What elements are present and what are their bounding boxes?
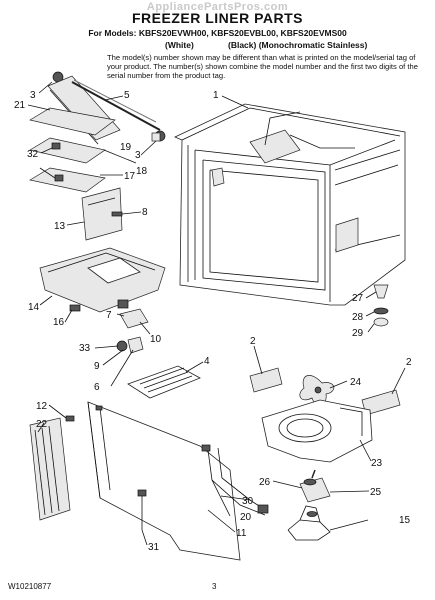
grille-screw — [65, 415, 75, 422]
freezer-liner — [174, 103, 406, 306]
callout-numbers: 1 2 2 3 3 4 5 6 7 8 9 10 11 12 13 14 15 … — [14, 90, 412, 553]
motor-mount — [287, 505, 331, 541]
callout-24: 24 — [350, 377, 362, 388]
page-title: FREEZER LINER PARTS — [131, 10, 304, 26]
callout-21: 21 — [14, 100, 26, 111]
callout-20: 20 — [240, 512, 252, 523]
callout-1: 1 — [213, 90, 219, 101]
callout-3-right: 3 — [135, 150, 141, 161]
callout-2-left: 2 — [250, 336, 256, 347]
color-white-label: (White) — [165, 40, 194, 50]
callout-26: 26 — [259, 477, 271, 488]
callout-8: 8 — [142, 207, 148, 218]
callout-31: 31 — [148, 542, 160, 553]
callout-27: 27 — [352, 293, 364, 304]
wire-harness — [137, 444, 269, 530]
callout-5: 5 — [124, 90, 130, 101]
evaporator-cover-bracket — [81, 187, 123, 241]
drain-fittings — [373, 284, 389, 327]
fan-shroud — [261, 399, 373, 463]
callout-16: 16 — [53, 317, 65, 328]
callout-17: 17 — [124, 171, 136, 182]
callout-22: 22 — [36, 419, 48, 430]
light-housing-rail — [47, 71, 121, 145]
control-housing — [39, 247, 166, 313]
callout-15: 15 — [399, 515, 411, 526]
callout-29: 29 — [352, 328, 364, 339]
watermark: AppliancePartsPros.com — [146, 1, 289, 13]
callout-7: 7 — [106, 310, 112, 321]
leader-lines — [27, 81, 406, 546]
evaporator-fan-blade — [299, 375, 335, 406]
callout-6: 6 — [94, 382, 100, 393]
damper-rod — [71, 79, 161, 131]
callout-10: 10 — [150, 334, 162, 345]
callout-3-left: 3 — [30, 90, 36, 101]
callout-11: 11 — [236, 528, 247, 539]
document-id: W10210877 — [8, 582, 52, 591]
page-number: 3 — [212, 582, 217, 591]
callout-13: 13 — [54, 221, 66, 232]
callout-9: 9 — [94, 361, 100, 372]
callout-28: 28 — [352, 312, 364, 323]
lower-shield — [87, 401, 241, 561]
damper-knob — [151, 130, 166, 142]
callout-32: 32 — [27, 149, 39, 160]
model-list: For Models: KBFS20EVWH00, KBFS20EVBL00, … — [88, 28, 347, 38]
grille — [29, 417, 71, 521]
callout-25: 25 — [370, 487, 382, 498]
callout-2-right: 2 — [406, 357, 412, 368]
callout-4: 4 — [204, 356, 210, 367]
callout-12: 12 — [36, 401, 48, 412]
rail-assembly — [29, 107, 116, 193]
callout-30: 30 — [242, 496, 254, 507]
callout-14: 14 — [28, 302, 40, 313]
callout-18: 18 — [136, 166, 148, 177]
fan-motor — [299, 469, 331, 503]
callout-33: 33 — [79, 343, 91, 354]
color-black-label: (Black) (Monochromatic Stainless) — [228, 40, 368, 50]
callout-19: 19 — [120, 142, 132, 153]
callout-23: 23 — [371, 458, 383, 469]
light-lens — [127, 365, 201, 399]
model-notice: The model(s) number shown may be differe… — [107, 53, 418, 80]
